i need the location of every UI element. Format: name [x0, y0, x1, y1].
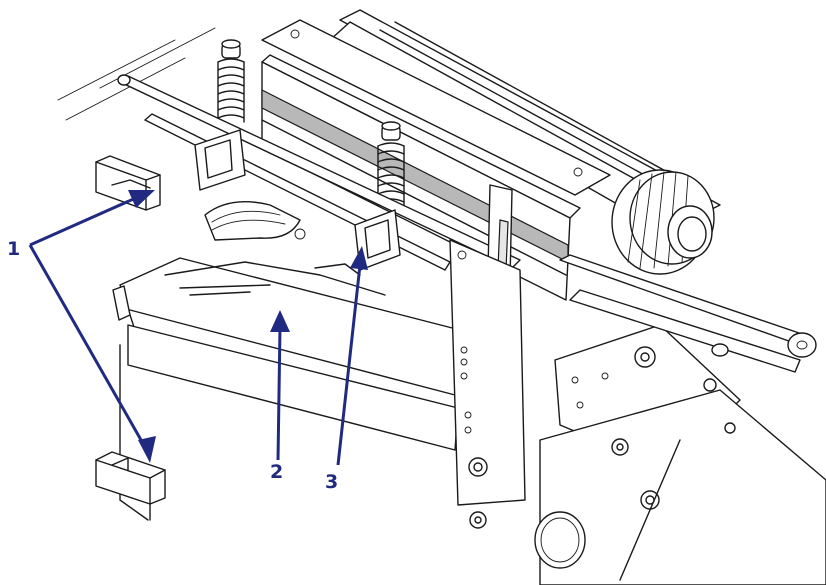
callout-label-2: 2 — [270, 461, 283, 483]
cable-cluster — [204, 200, 306, 241]
side-plate — [449, 239, 526, 506]
callout-label-3: 3 — [325, 471, 338, 493]
sensor-clip-lower — [95, 451, 166, 521]
callout-label-1: 1 — [7, 238, 20, 260]
bracket-assembly — [194, 129, 401, 271]
spring-icon — [217, 39, 405, 207]
top-plate — [261, 19, 611, 196]
right-mechanism-frame — [534, 324, 826, 585]
lower-rod — [559, 254, 817, 373]
nut-icon — [468, 457, 488, 529]
callout-arrows — [28, 190, 368, 466]
print-area-plate — [119, 257, 461, 451]
left-frame — [112, 285, 149, 521]
knob-icon — [611, 169, 715, 275]
